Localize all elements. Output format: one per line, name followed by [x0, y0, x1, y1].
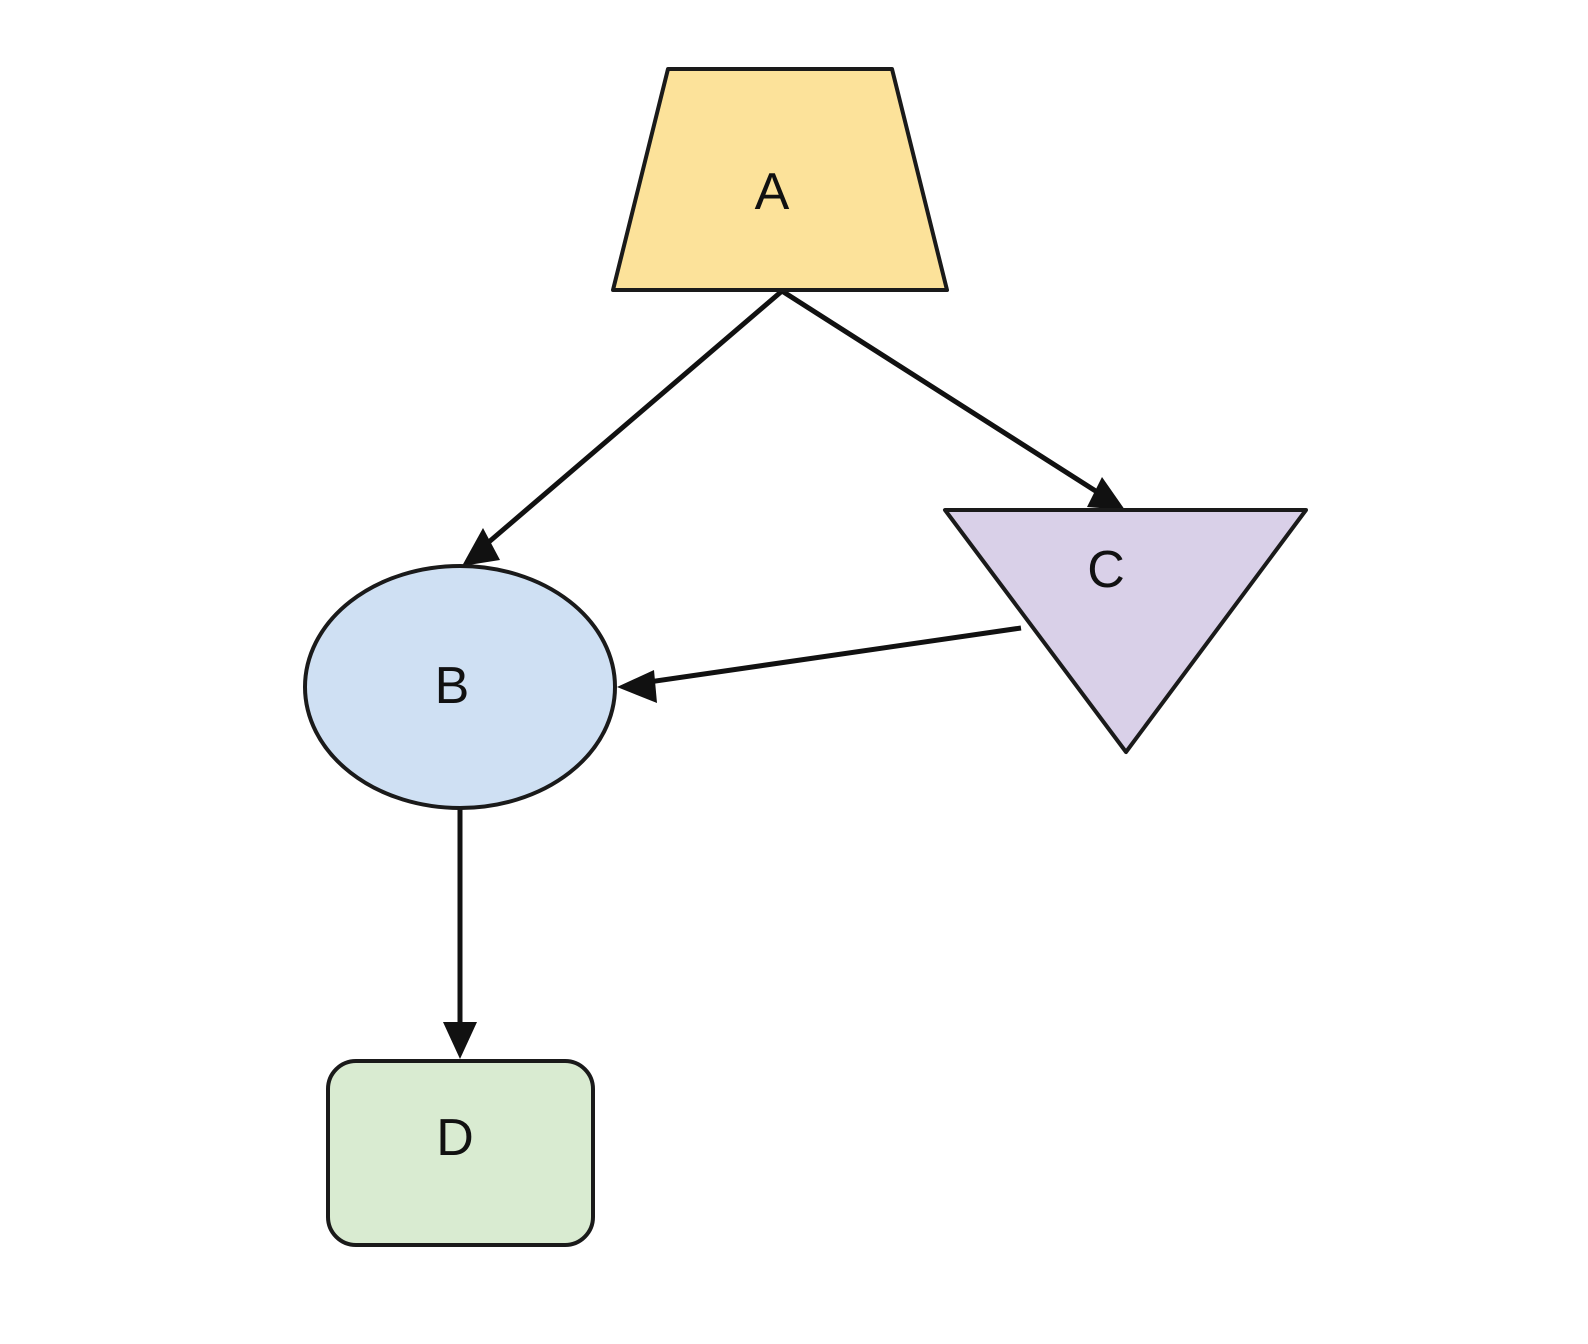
edge-c-to-b[interactable] [617, 625, 1022, 703]
node-c-triangle-shape[interactable] [943, 508, 1308, 754]
node-c-label: C [1087, 541, 1125, 599]
node-b-ellipse-shape[interactable] [303, 564, 617, 810]
node-d-rounded-rect-shape[interactable] [326, 1059, 595, 1247]
node-layer: A B C D [303, 67, 1308, 1247]
edge-a-to-c-arrowhead [1087, 477, 1125, 510]
node-a[interactable]: A [611, 67, 949, 292]
node-b-label: B [435, 657, 470, 715]
node-b[interactable]: B [303, 564, 617, 810]
node-d[interactable]: D [326, 1059, 595, 1247]
edge-a-to-b[interactable] [462, 289, 784, 566]
edge-a-to-c[interactable] [780, 288, 1125, 510]
node-a-label: A [755, 163, 790, 221]
edge-a-to-b-arrowhead [462, 528, 500, 566]
edge-a-to-c-line [780, 288, 1118, 507]
node-d-label: D [436, 1109, 474, 1167]
node-c[interactable]: C [943, 508, 1308, 754]
node-a-trapezoid-shape[interactable] [611, 67, 949, 292]
edge-layer [443, 288, 1125, 1059]
edge-c-to-b-line [627, 625, 1022, 688]
edge-c-to-b-arrowhead [617, 670, 657, 703]
edge-b-to-d-arrowhead [443, 1022, 477, 1059]
edge-a-to-b-line [467, 289, 784, 561]
edge-b-to-d[interactable] [443, 808, 477, 1059]
